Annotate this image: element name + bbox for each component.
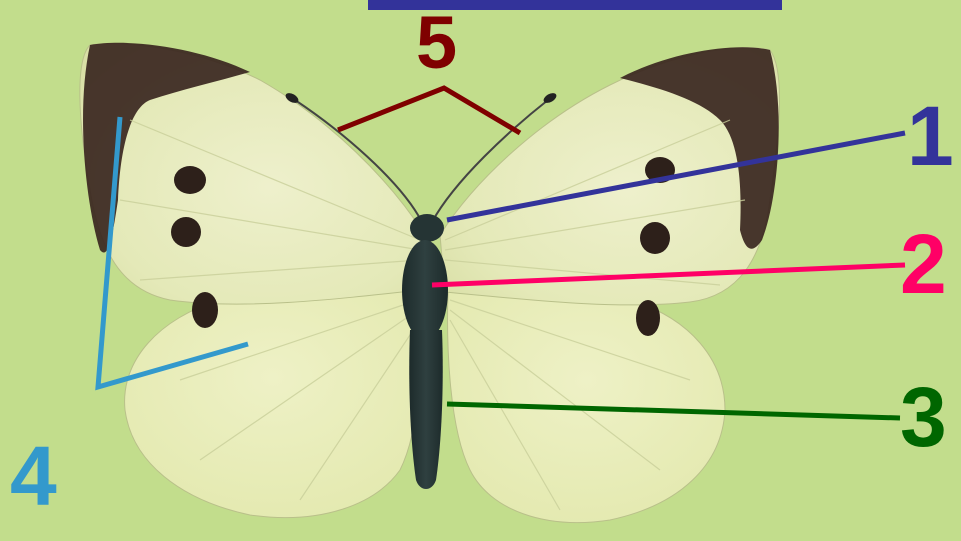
left-hind-spot: [192, 292, 218, 328]
butterfly: [80, 43, 780, 523]
right-spot-lower: [640, 222, 670, 254]
pointer-bracket-5: [338, 88, 520, 133]
abdomen: [409, 330, 443, 489]
label-5: 5: [416, 1, 457, 84]
thorax: [402, 240, 448, 340]
left-spot-lower: [171, 217, 201, 247]
label-4: 4: [10, 429, 57, 523]
label-1: 1: [907, 89, 954, 183]
head: [410, 214, 444, 242]
right-hind-spot: [636, 300, 660, 336]
label-3: 3: [900, 370, 947, 464]
left-hind-wing: [125, 283, 421, 517]
left-spot-upper: [174, 166, 206, 194]
label-2: 2: [900, 217, 947, 311]
